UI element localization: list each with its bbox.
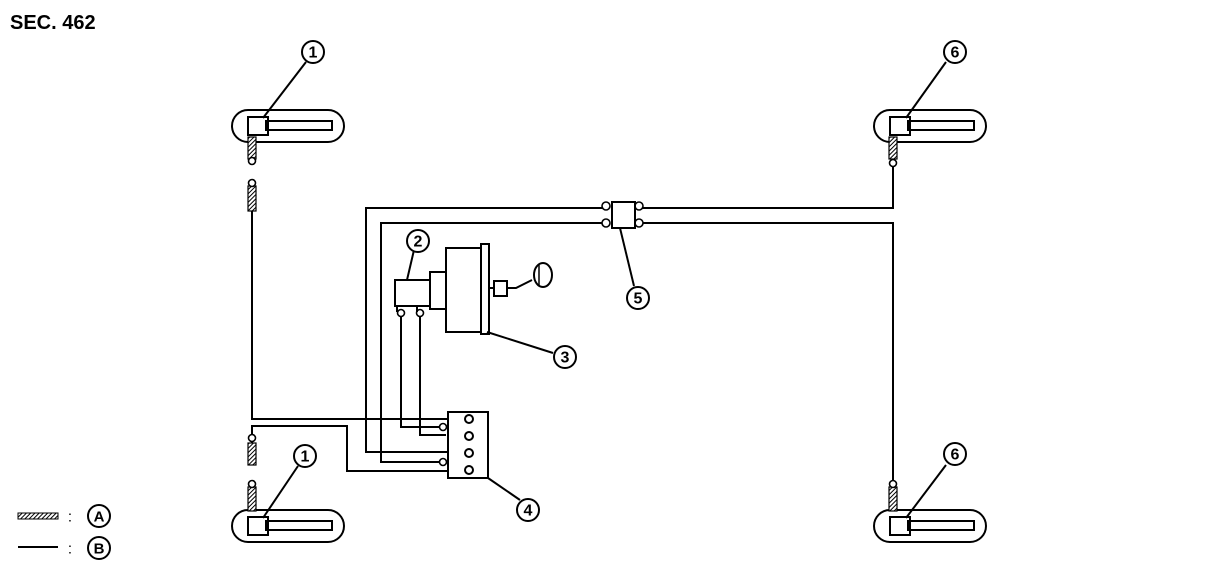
rear-right-brake bbox=[873, 509, 987, 543]
leader-6-top bbox=[905, 61, 947, 119]
callout-6-top: 6 bbox=[951, 45, 960, 62]
legend-circle-b bbox=[87, 536, 111, 560]
leader-5 bbox=[619, 227, 635, 287]
callout-3: 3 bbox=[561, 350, 570, 367]
legend-label-a: A bbox=[94, 509, 105, 526]
brake-booster bbox=[429, 243, 553, 335]
brake-tube-mc-primary bbox=[400, 317, 446, 428]
callout-5: 5 bbox=[634, 291, 643, 308]
callout-circle-3 bbox=[553, 345, 577, 369]
section-number: SEC. 462 bbox=[10, 12, 96, 34]
callout-circle-6-top bbox=[943, 40, 967, 64]
leader-3 bbox=[486, 331, 554, 354]
callout-1-top: 1 bbox=[309, 45, 318, 62]
brake-tube-right-lower bbox=[641, 222, 894, 487]
brake-tube-front-left bbox=[251, 194, 448, 420]
leader-6-bottom bbox=[905, 464, 947, 519]
brake-tube-mc-secondary bbox=[419, 317, 446, 436]
callout-circle-5 bbox=[626, 286, 650, 310]
callout-circle-1-bottom bbox=[293, 444, 317, 468]
leader-2 bbox=[406, 249, 415, 281]
leader-4 bbox=[487, 477, 521, 501]
brake-tube-connector bbox=[611, 201, 636, 229]
rear-left-brake bbox=[231, 509, 345, 543]
legend-circle-a bbox=[87, 504, 111, 528]
callout-circle-2 bbox=[406, 229, 430, 253]
callout-circle-6-bottom bbox=[943, 442, 967, 466]
legend-hose-symbol bbox=[17, 512, 59, 520]
leader-1-bottom bbox=[262, 465, 299, 519]
legend-label-b: B bbox=[94, 541, 105, 558]
callout-4: 4 bbox=[524, 503, 533, 520]
callout-circle-1-top bbox=[301, 40, 325, 64]
callout-circle-4 bbox=[516, 498, 540, 522]
brake-tube-outer-loop bbox=[365, 207, 603, 453]
callout-6-bottom: 6 bbox=[951, 447, 960, 464]
master-cylinder bbox=[394, 279, 433, 312]
legend-separator-a: : bbox=[68, 509, 72, 526]
front-left-brake bbox=[231, 109, 345, 143]
callout-2: 2 bbox=[414, 234, 423, 251]
callout-1-bottom: 1 bbox=[301, 449, 310, 466]
leader-1-top bbox=[262, 61, 307, 119]
brake-tube-right-upper bbox=[641, 167, 894, 209]
front-right-brake bbox=[873, 109, 987, 143]
brake-tube-inner-loop bbox=[380, 222, 603, 463]
legend-separator-b: : bbox=[68, 541, 72, 558]
brake-tube-rear-left bbox=[251, 425, 448, 472]
abs-actuator bbox=[447, 411, 489, 479]
brake-hose bbox=[247, 136, 898, 512]
